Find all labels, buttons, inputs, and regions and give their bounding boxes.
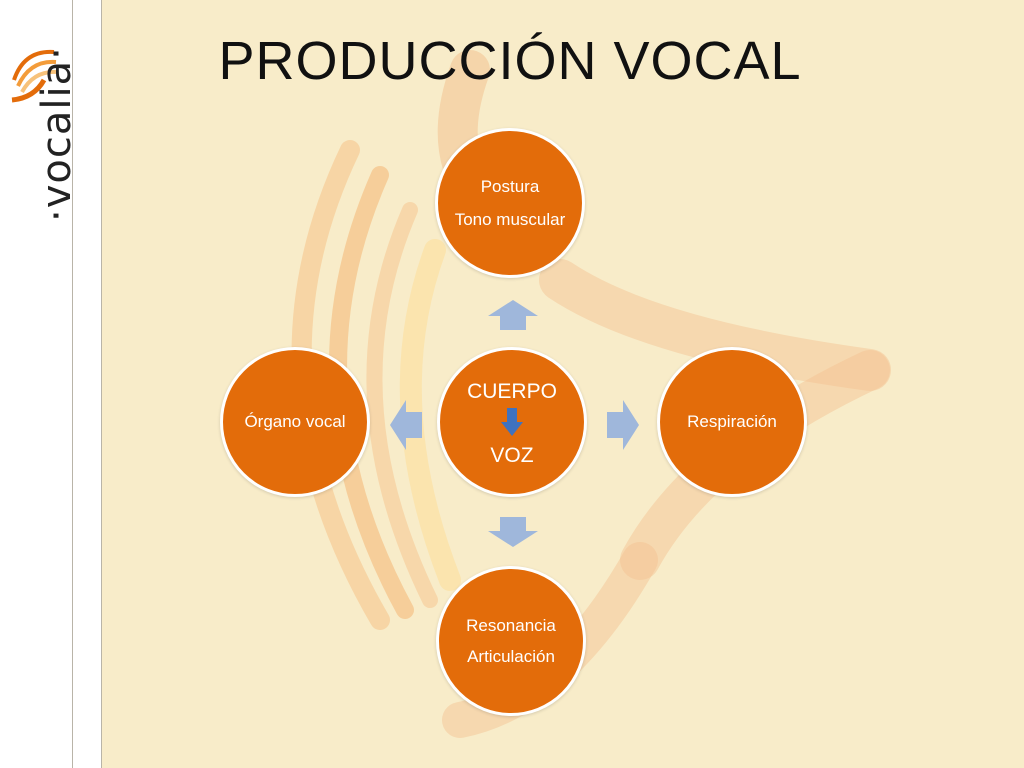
sidebar-divider: [72, 0, 73, 768]
vocalia-logo-text: ·vocalia·: [34, 46, 80, 222]
node-label: Articulación: [467, 647, 555, 666]
node-label: Órgano vocal: [244, 412, 346, 432]
center-label-voz: VOZ: [490, 444, 534, 467]
arrow-down-icon: [488, 517, 538, 547]
node-organo-vocal: Órgano vocal: [220, 347, 370, 497]
arrow-up-icon: [488, 300, 538, 330]
node-label: Respiración: [687, 412, 777, 432]
arrow-right-icon: [607, 400, 639, 450]
node-center-cuerpo-voz: CUERPO VOZ: [437, 347, 587, 497]
node-label: Postura: [480, 176, 540, 196]
node-postura-tono: Postura Tono muscular: [435, 128, 585, 278]
center-label-cuerpo: CUERPO: [467, 379, 557, 403]
node-label: Tono muscular: [454, 210, 566, 229]
center-down-arrow-icon: [501, 408, 523, 436]
arrow-left-icon: [390, 400, 422, 450]
sidebar-panel: [0, 0, 102, 768]
sidebar-divider: [101, 0, 102, 768]
page-title: PRODUCCIÓN VOCAL: [218, 31, 802, 91]
node-respiracion: Respiración: [657, 347, 807, 497]
node-label: Resonancia: [466, 615, 556, 635]
vocalia-logo-icon: [11, 49, 59, 103]
node-resonancia-articulacion: Resonancia Articulación: [436, 566, 586, 716]
